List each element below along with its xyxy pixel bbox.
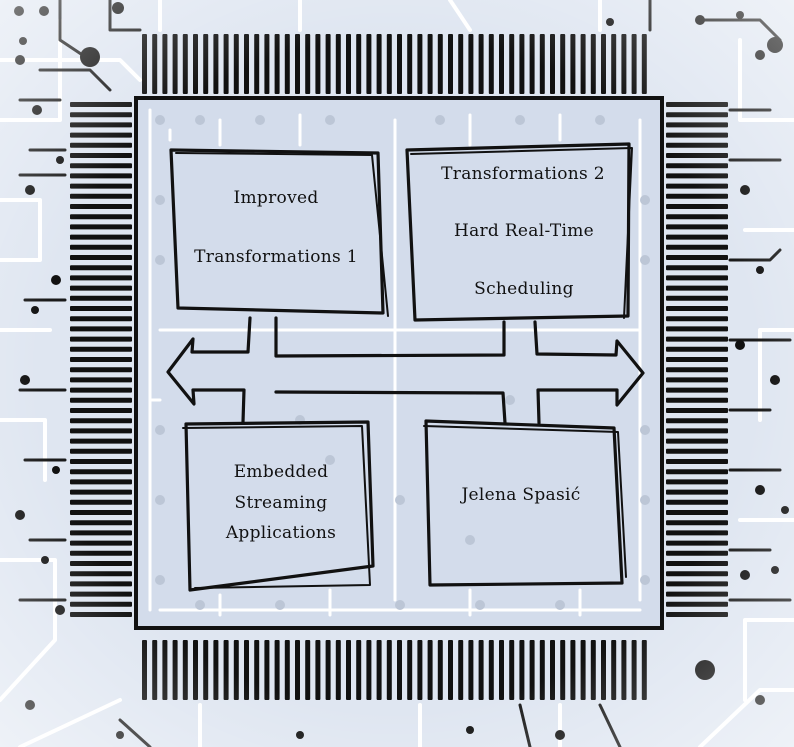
bottom-left-line1: Embedded: [234, 462, 329, 482]
die-pad: [475, 600, 485, 610]
die-pad: [155, 255, 165, 265]
bottom-left-line2: Streaming: [235, 493, 328, 513]
die-pad: [255, 115, 265, 125]
die-pad: [640, 575, 650, 585]
die-pad: [195, 600, 205, 610]
die-pad: [515, 115, 525, 125]
bottom-left-line3: Applications: [226, 523, 336, 543]
top-left-line2: Transformations 1: [194, 247, 358, 267]
bottom-right-line1: Jelena Spasić: [461, 485, 580, 505]
top-right-line2: Hard Real-Time: [454, 221, 594, 241]
die-pad: [640, 495, 650, 505]
die-pad: [155, 575, 165, 585]
die-pad: [155, 195, 165, 205]
top-right-line3: Scheduling: [474, 279, 574, 299]
die-pad: [395, 600, 405, 610]
die-pad: [325, 115, 335, 125]
die-pad: [155, 495, 165, 505]
die-pad: [155, 425, 165, 435]
top-left-line1: Improved: [233, 188, 318, 208]
die-pad: [155, 115, 165, 125]
die-pad: [640, 255, 650, 265]
die-pad: [505, 395, 515, 405]
die-pad: [275, 600, 285, 610]
die-pad: [465, 535, 475, 545]
die-pad: [640, 195, 650, 205]
die-pad: [395, 495, 405, 505]
die-pad: [435, 115, 445, 125]
die-pad: [640, 425, 650, 435]
die-pad: [195, 115, 205, 125]
top-right-line1: Transformations 2: [441, 164, 605, 184]
die-pad: [555, 600, 565, 610]
die-pad: [595, 115, 605, 125]
